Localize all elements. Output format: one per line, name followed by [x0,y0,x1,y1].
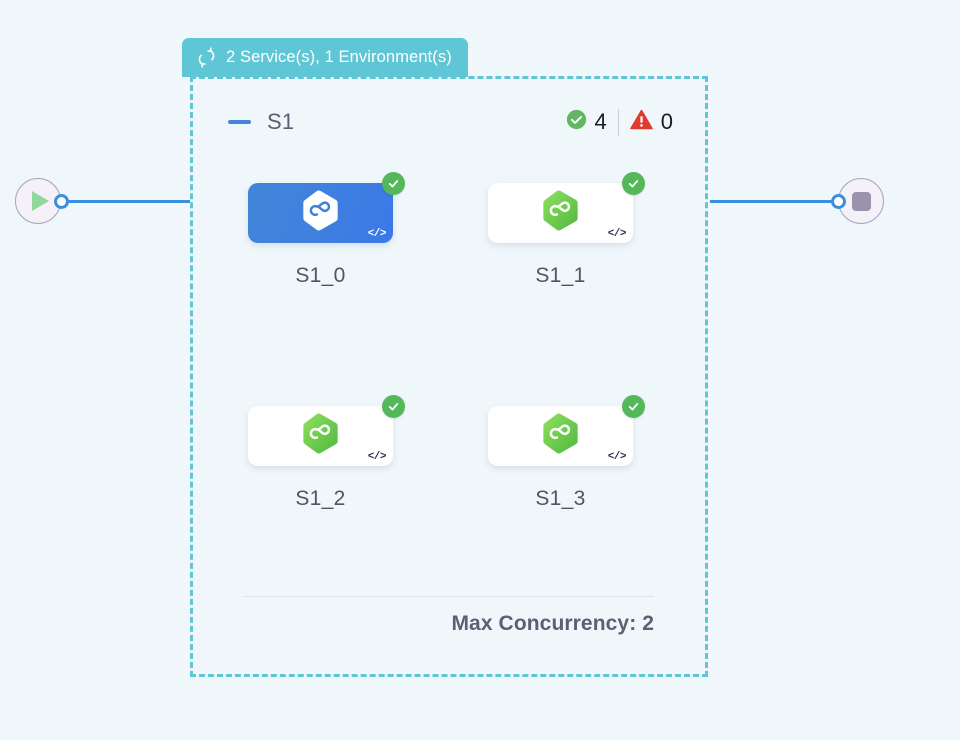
hexagon-infinity-icon [538,188,583,238]
service-card-label: S1_2 [295,487,346,510]
group-header-tab[interactable]: 2 Service(s), 1 Environment(s) [182,38,468,77]
hexagon-infinity-icon [298,188,343,238]
service-card-wrapper: </> S1_2 [248,395,405,511]
status-badge-check [622,395,645,418]
end-node-input-handle[interactable] [831,194,846,209]
minus-collapse-icon[interactable] [228,120,251,124]
hexagon-infinity-icon [538,411,583,461]
play-icon [32,191,49,211]
status-badge-check [622,172,645,195]
warning-counter: 0 [629,109,673,136]
service-card-s1-2[interactable]: </> [248,395,405,466]
service-card-s1-3[interactable]: </> [488,395,645,466]
counter-divider [617,108,619,136]
service-card-label: S1_1 [535,264,586,287]
footer-divider [244,596,654,597]
success-counter: 4 [566,109,607,136]
check-circle-icon [566,109,587,136]
stage-header-row: S1 4 [228,105,673,139]
success-count-value: 4 [594,109,607,134]
service-group-container [190,76,708,677]
stop-icon [851,191,871,211]
service-card-s1-0[interactable]: </> [248,172,405,243]
stage-counters: 4 0 [566,108,673,136]
code-badge[interactable]: </> [607,451,627,463]
stage-name-label: S1 [267,109,295,134]
group-header-title: 2 Service(s), 1 Environment(s) [226,48,452,66]
status-badge-check [382,172,405,195]
warning-count-value: 0 [660,109,673,134]
service-card-wrapper: </> S1_3 [488,395,645,511]
service-card-label: S1_3 [535,487,586,510]
warning-triangle-icon [629,109,653,136]
start-node-output-handle[interactable] [54,194,69,209]
edge-group-to-end [710,200,842,203]
service-card-wrapper: </> S1_1 [488,172,645,288]
service-card-wrapper: </> S1_0 [248,172,405,288]
code-badge[interactable]: </> [367,451,387,463]
service-card-label: S1_0 [295,264,346,287]
edge-start-to-group [62,200,190,203]
start-node[interactable] [15,178,61,224]
hexagon-infinity-icon [298,411,343,461]
service-card-s1-1[interactable]: </> [488,172,645,243]
code-badge[interactable]: </> [607,228,627,240]
max-concurrency-label: Max Concurrency: 2 [451,612,654,635]
code-badge[interactable]: </> [367,228,387,240]
loop-repeat-icon [196,47,217,68]
status-badge-check [382,395,405,418]
